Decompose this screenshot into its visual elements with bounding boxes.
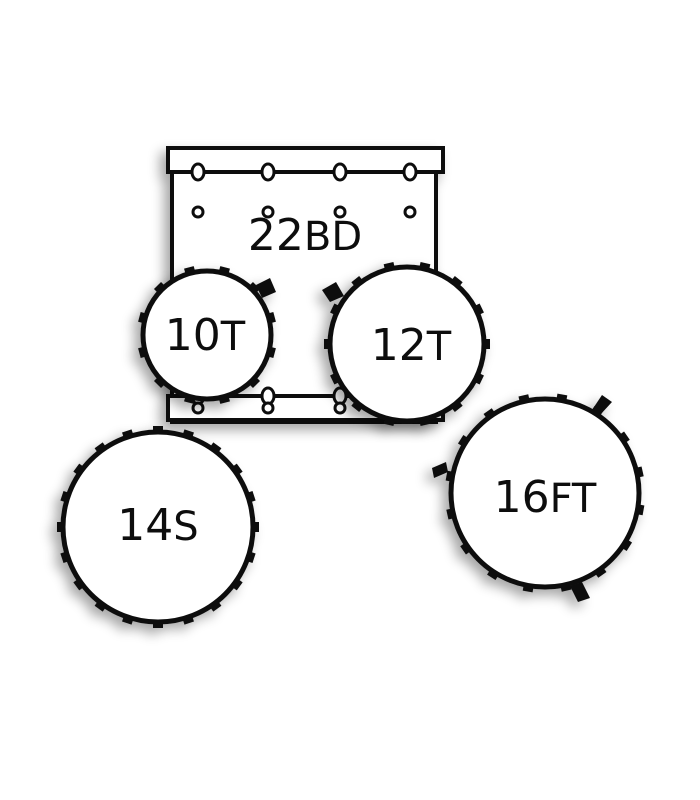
tension-rod-claw — [332, 162, 348, 182]
lug — [522, 582, 534, 593]
floor-tom-leg — [592, 395, 612, 415]
lug — [73, 577, 86, 591]
lug — [518, 394, 530, 405]
lug — [446, 508, 457, 520]
tom-10-label: 10T — [165, 310, 246, 361]
lug — [634, 504, 645, 516]
bass-drum-label: 22BD — [248, 210, 362, 261]
lug — [184, 266, 196, 277]
tom-12-lugs — [324, 261, 490, 427]
lug — [73, 463, 86, 477]
lug — [218, 266, 230, 277]
bass-drum-top-hoop — [166, 146, 445, 174]
tension-rod-knob — [333, 401, 347, 415]
tension-rod-knob — [191, 205, 205, 219]
lug — [247, 281, 261, 295]
lug — [460, 541, 473, 555]
lug — [122, 613, 135, 625]
lug — [330, 303, 342, 316]
lug — [153, 620, 163, 628]
lug — [244, 550, 256, 563]
tension-rod-knob — [261, 205, 275, 219]
lug — [251, 522, 259, 532]
lug — [138, 312, 149, 324]
lug — [472, 303, 484, 316]
lug — [60, 491, 72, 504]
lug — [351, 399, 365, 413]
lug — [619, 538, 633, 551]
lug — [218, 393, 230, 404]
lug — [94, 599, 108, 612]
lug — [181, 613, 194, 625]
lug — [383, 416, 396, 427]
tom-12-mount — [322, 282, 344, 302]
tension-rod-claw — [260, 162, 276, 182]
lug — [418, 261, 431, 272]
lug — [138, 346, 149, 358]
snare-drum: 14S — [57, 426, 259, 628]
lug — [383, 261, 396, 272]
floor-tom-leg — [432, 462, 448, 478]
tension-rod-knob — [191, 401, 205, 415]
lug — [208, 442, 222, 455]
tom-12: 12T — [322, 261, 490, 427]
lug — [617, 431, 630, 445]
lug — [94, 442, 108, 455]
lug — [265, 346, 276, 358]
lug — [230, 577, 243, 591]
lug — [556, 393, 568, 404]
lug — [244, 491, 256, 504]
lug — [633, 466, 644, 478]
lug — [482, 339, 490, 349]
lug — [449, 275, 463, 289]
lug — [60, 550, 72, 563]
lug — [208, 599, 222, 612]
lug — [449, 399, 463, 413]
tom-10-head — [140, 268, 274, 402]
lug — [265, 312, 276, 324]
lug — [184, 393, 196, 404]
lug — [457, 435, 471, 448]
lug — [153, 426, 163, 434]
tension-rod-knob — [261, 401, 275, 415]
lug — [230, 463, 243, 477]
tom-12-label: 12T — [371, 320, 452, 371]
lug — [472, 372, 484, 385]
lug — [483, 408, 497, 421]
tom-10: 10T — [138, 266, 276, 404]
lug — [153, 281, 167, 295]
lug — [330, 372, 342, 385]
tom-10-lugs — [138, 266, 276, 404]
floor-tom-lugs — [445, 393, 645, 593]
lug — [324, 339, 332, 349]
lug — [351, 275, 365, 289]
snare-drum-lugs — [57, 426, 259, 628]
lug — [593, 565, 607, 578]
lug — [487, 567, 500, 581]
lug — [122, 429, 135, 441]
floor-tom: 16FT — [432, 393, 645, 602]
floor-tom-leg — [570, 582, 590, 602]
lug — [181, 429, 194, 441]
tension-rod-claw — [190, 162, 206, 182]
snare-drum-label: 14S — [117, 500, 198, 551]
tom-10-mount — [256, 278, 276, 298]
tension-rod-knob — [403, 205, 417, 219]
lug — [560, 581, 572, 592]
lug — [247, 375, 261, 389]
tension-rod-knob — [333, 205, 347, 219]
tension-rod-claw — [402, 162, 418, 182]
lug — [445, 470, 456, 482]
lug — [418, 416, 431, 427]
floor-tom-label: 16FT — [494, 472, 597, 523]
lug — [153, 375, 167, 389]
lug — [57, 522, 65, 532]
floor-tom-head — [448, 396, 642, 590]
